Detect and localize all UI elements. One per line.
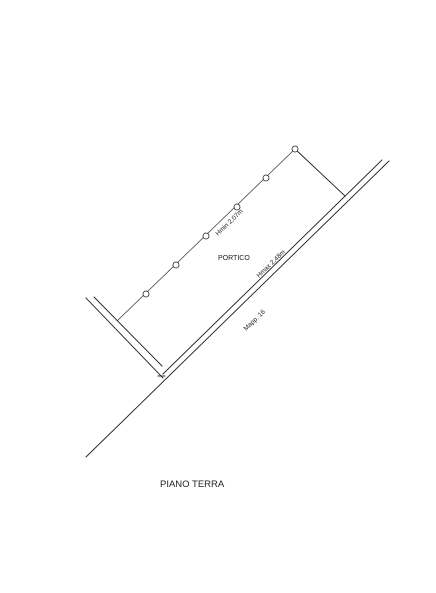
portico-side-wall-right <box>294 148 346 197</box>
floor-title: PIANO TERRA <box>160 479 225 490</box>
column-marker <box>172 261 180 269</box>
column-marker <box>142 290 150 298</box>
max-height-label: Hmax 2,48m <box>256 249 287 280</box>
boundary-line-inner <box>162 159 383 375</box>
column-marker <box>291 145 299 153</box>
portico-side-wall-left-inner <box>93 296 163 367</box>
parcel-label: Mapp. 16 <box>243 308 268 332</box>
column-marker <box>262 174 270 182</box>
column-marker <box>233 203 241 211</box>
column-marker <box>202 232 210 240</box>
portico-side-wall-left-outer <box>85 297 164 379</box>
boundary-line-outer <box>85 160 390 458</box>
room-label: PORTICO <box>218 255 250 262</box>
